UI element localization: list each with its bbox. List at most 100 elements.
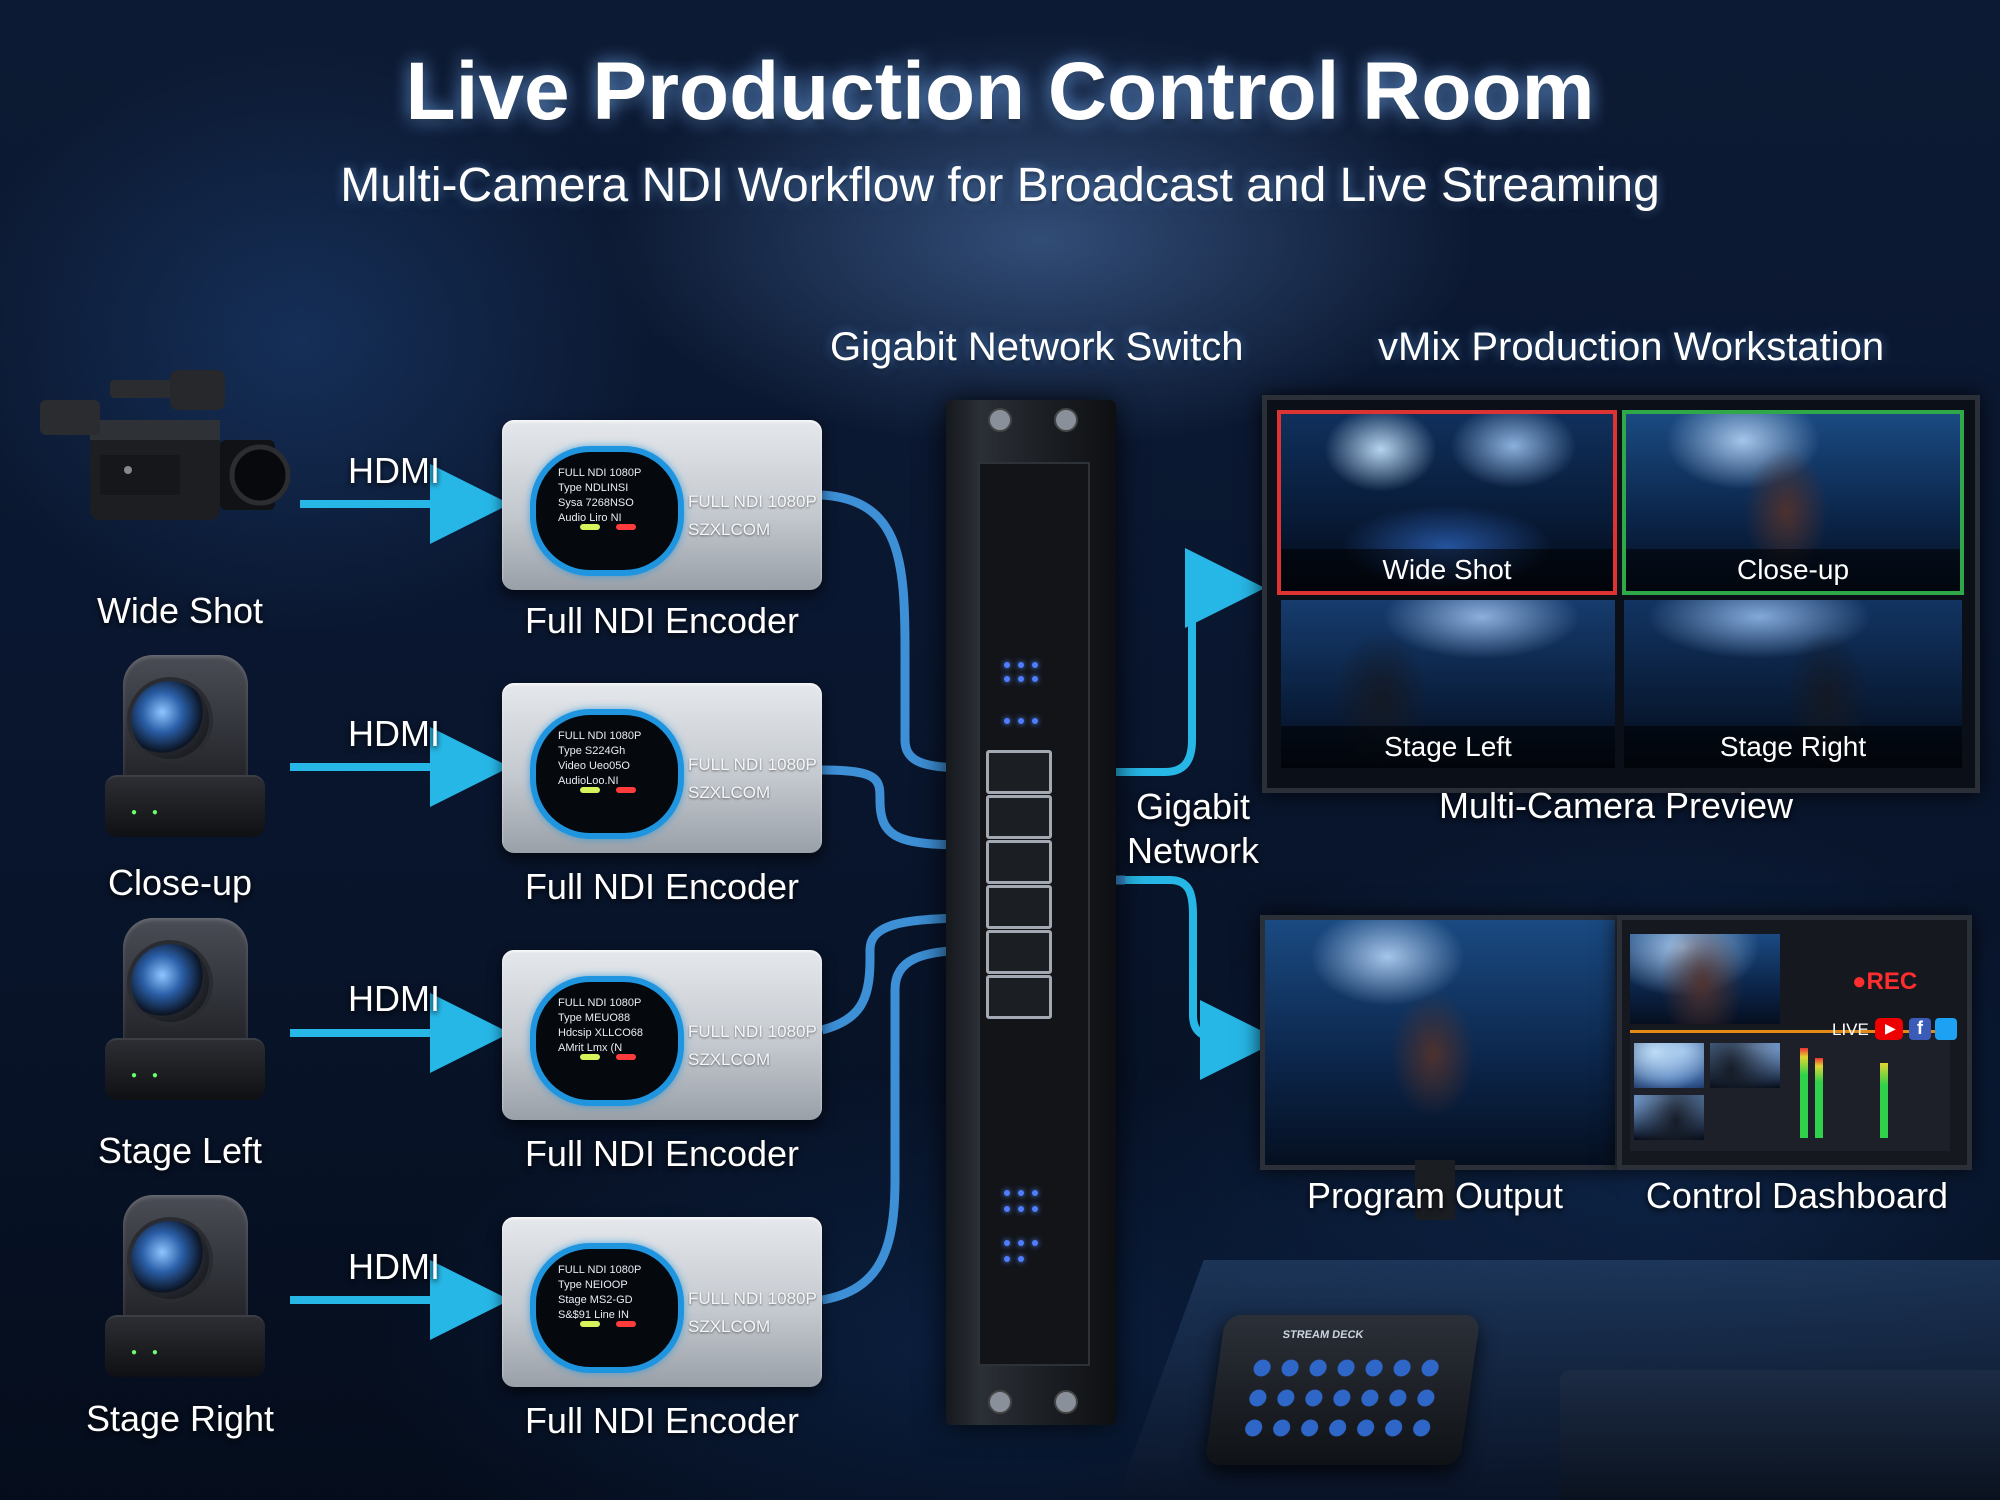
switch-port — [986, 930, 1052, 974]
encoder-side-text: FULL NDI 1080P — [688, 755, 817, 774]
encoder-side-text: FULL NDI 1080P — [688, 1289, 817, 1308]
power-led — [580, 1054, 600, 1060]
ptz-camera-closeup-icon: ● ● — [105, 655, 265, 845]
camera-label-4: Stage Right — [85, 1398, 275, 1439]
hdmi-label-3: HDMI — [348, 978, 440, 1019]
control-dashboard-monitor: ●REC LIVE ▶ f — [1617, 915, 1972, 1170]
tile-label: Close-up — [1626, 549, 1960, 591]
preview-output-arrow — [1115, 548, 1265, 776]
encoder-display: FULL NDI 1080P Type S224Gh Video Ueo05O … — [530, 709, 684, 839]
power-led — [580, 787, 600, 793]
power-led — [580, 1321, 600, 1327]
ptz-camera-stageleft-icon: ● ● — [105, 918, 265, 1108]
encoder-screen-line: FULL NDI 1080P — [558, 730, 642, 742]
encoder-screen-line: AMrit Lmx (N — [558, 1042, 623, 1054]
rec-indicator[interactable]: ●REC — [1852, 968, 1918, 995]
ethernet-cable-4 — [821, 945, 976, 1305]
camcorder-icon — [40, 370, 290, 520]
status-led — [616, 1054, 636, 1060]
hdmi-label-4: HDMI — [348, 1246, 440, 1287]
encoder-side-text: FULL NDI 1080P — [688, 1022, 817, 1041]
network-switch — [946, 400, 1116, 1425]
program-output-monitor — [1260, 915, 1620, 1170]
switch-port — [986, 975, 1052, 1019]
stream-deck-keys[interactable] — [1236, 1353, 1451, 1448]
ethernet-cable-1 — [821, 490, 976, 773]
encoder-screen-line: Type MEUO88 — [558, 1012, 631, 1024]
twitter-icon[interactable] — [1935, 1018, 1957, 1040]
keyboard — [1560, 1370, 2000, 1500]
switch-port — [986, 840, 1052, 884]
encoder-screen-line: Hdcsip XLLCO68 — [558, 1027, 643, 1039]
youtube-icon[interactable]: ▶ — [1875, 1018, 1903, 1040]
ptz-camera-stageright-icon: ● ● — [105, 1195, 265, 1385]
encoder-brand-text: SZXLCOM — [688, 1317, 771, 1336]
preview-label: Multi-Camera Preview — [1438, 785, 1794, 826]
preview-tile-program[interactable]: Wide Shot — [1277, 410, 1617, 595]
ethernet-cable-3 — [820, 913, 976, 1035]
ndi-encoder-1: FULL NDI 1080P Type NDLINSI Sysa 7268NSO… — [502, 420, 822, 590]
encoder-label-4: Full NDI Encoder — [524, 1400, 800, 1441]
ndi-encoder-3: FULL NDI 1080P Type MEUO88 Hdcsip XLLCO6… — [502, 950, 822, 1120]
hdmi-label-2: HDMI — [348, 713, 440, 754]
monitor-stand — [1415, 1160, 1455, 1220]
dashboard-preview — [1630, 934, 1780, 1024]
switch-port — [986, 795, 1052, 839]
camera-label-1: Wide Shot — [96, 590, 264, 631]
page-subtitle: Multi-Camera NDI Workflow for Broadcast … — [340, 159, 1660, 212]
dashboard-mixer — [1630, 1030, 1950, 1151]
status-led — [616, 787, 636, 793]
ethernet-cable-2 — [821, 765, 976, 850]
encoder-display: FULL NDI 1080P Type NDLINSI Sysa 7268NSO… — [530, 446, 684, 576]
tile-label: Stage Right — [1624, 726, 1962, 768]
hdmi-label-1: HDMI — [348, 450, 440, 491]
preview-tile-preview[interactable]: Close-up — [1622, 410, 1964, 595]
rec-label: REC — [1866, 968, 1918, 995]
encoder-screen-line: Type S224Gh — [558, 745, 626, 757]
preview-tile-4[interactable]: Stage Right — [1624, 600, 1962, 768]
multiview-monitor: Wide Shot Close-up Stage Left Stage Righ… — [1262, 395, 1980, 793]
ndi-encoder-2: FULL NDI 1080P Type S224Gh Video Ueo05O … — [502, 683, 822, 853]
encoder-side-text: FULL NDI 1080P — [688, 492, 817, 511]
live-label: LIVE — [1832, 1020, 1869, 1039]
encoder-label-1: Full NDI Encoder — [524, 600, 800, 641]
encoder-screen-line: FULL NDI 1080P — [558, 467, 642, 479]
encoder-screen-line: Sysa 7268NSO — [558, 497, 634, 509]
encoder-display: FULL NDI 1080P Type MEUO88 Hdcsip XLLCO6… — [530, 976, 684, 1106]
gigabit-network-line: Gigabit — [1135, 786, 1251, 827]
encoder-display: FULL NDI 1080P Type NEIOOP Stage MS2-GD … — [530, 1243, 684, 1373]
preview-tile-3[interactable]: Stage Left — [1281, 600, 1615, 768]
encoder-brand-text: SZXLCOM — [688, 1050, 771, 1069]
gigabit-network-label: Gigabit Network — [1118, 785, 1268, 873]
switch-port — [986, 885, 1052, 929]
encoder-label-3: Full NDI Encoder — [524, 1133, 800, 1174]
status-led — [616, 524, 636, 530]
power-led — [580, 524, 600, 530]
encoder-screen-line: S&$91 Line IN — [558, 1309, 629, 1321]
tile-label: Stage Left — [1281, 726, 1615, 768]
status-led — [616, 1321, 636, 1327]
encoder-screen-line: Stage MS2-GD — [558, 1294, 633, 1306]
encoder-screen-line: FULL NDI 1080P — [558, 997, 642, 1009]
encoder-screen-line: Type NDLINSI — [558, 482, 629, 494]
stream-deck-controller: STREAM DECK — [1204, 1315, 1481, 1465]
workstation-header: vMix Production Workstation — [1378, 325, 1885, 369]
encoder-screen-line: AudioLoo.NI — [558, 775, 619, 787]
encoder-label-2: Full NDI Encoder — [524, 866, 800, 907]
encoder-brand-text: SZXLCOM — [688, 783, 771, 802]
live-status: LIVE — [1832, 1020, 1869, 1040]
encoder-screen-line: Audio Liro NI — [558, 512, 622, 524]
ndi-encoder-4: FULL NDI 1080P Type NEIOOP Stage MS2-GD … — [502, 1217, 822, 1387]
program-output-label: Program Output — [1306, 1175, 1564, 1216]
encoder-screen-line: Video Ueo05O — [558, 760, 630, 772]
encoder-brand-text: SZXLCOM — [688, 520, 771, 539]
facebook-icon[interactable]: f — [1909, 1018, 1931, 1040]
control-dashboard-label: Control Dashboard — [1645, 1175, 1949, 1216]
switch-header: Gigabit Network Switch — [830, 325, 1244, 369]
stream-deck-brand: STREAM DECK — [1281, 1329, 1365, 1341]
encoder-screen-line: FULL NDI 1080P — [558, 1264, 642, 1276]
page-title: Live Production Control Room — [405, 46, 1595, 137]
gigabit-network-line: Network — [1126, 830, 1260, 871]
camera-label-3: Stage Left — [97, 1130, 263, 1171]
